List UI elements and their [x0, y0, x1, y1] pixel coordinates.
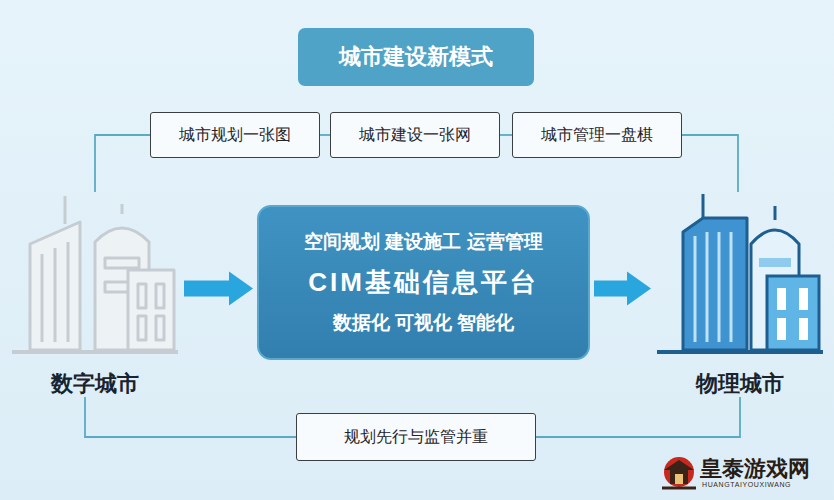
watermark-text: 皇泰游戏网 — [700, 454, 810, 484]
title-box: 城市建设新模式 — [298, 28, 534, 86]
connector-line — [536, 397, 740, 437]
principle-box: 规划先行与监管并重 — [296, 413, 536, 461]
connector-path — [682, 135, 738, 192]
flow-arrow — [184, 272, 253, 306]
title-text: 城市建设新模式 — [339, 42, 493, 72]
plan-box: 城市管理一盘棋 — [512, 112, 682, 158]
connector-path — [95, 135, 150, 192]
box-text: 城市管理一盘棋 — [541, 125, 653, 146]
platform-text: 数据化 可视化 智能化 — [333, 310, 515, 336]
plan-box: 城市建设一张网 — [330, 112, 500, 158]
flow-arrow — [594, 272, 651, 306]
connector-line — [500, 135, 512, 136]
connector-line — [320, 135, 330, 136]
connector-path — [320, 134, 330, 136]
arrow-shape — [594, 272, 651, 306]
connector-line — [85, 397, 296, 437]
arrow-shape — [184, 272, 253, 306]
watermark-subtext: HUANGTAIYOUXIWANG — [702, 481, 791, 488]
connector-path — [85, 397, 296, 437]
city-group: 数字城市 — [10, 192, 180, 397]
plan-box: 城市规划一张图 — [150, 112, 320, 158]
physical-city-illustration — [655, 192, 825, 357]
connector-path — [500, 134, 512, 136]
watermark-icon — [660, 452, 698, 494]
city-label: 数字城市 — [51, 371, 139, 397]
connector-line — [95, 135, 150, 192]
box-text: 规划先行与监管并重 — [344, 427, 488, 448]
platform-box: 空间规划 建设施工 运营管理 CIM基础信息平台数据化 可视化 智能化 — [257, 205, 590, 360]
connector-line — [682, 135, 738, 192]
platform-text: 空间规划 建设施工 运营管理 — [304, 229, 543, 255]
box-text: 城市建设一张网 — [359, 125, 471, 146]
platform-title: CIM基础信息平台 — [308, 265, 539, 300]
box-text: 城市规划一张图 — [179, 125, 291, 146]
digital-city-illustration — [10, 192, 180, 357]
city-group: 物理城市 — [655, 192, 825, 397]
city-label: 物理城市 — [696, 371, 784, 397]
connector-path — [536, 397, 740, 437]
